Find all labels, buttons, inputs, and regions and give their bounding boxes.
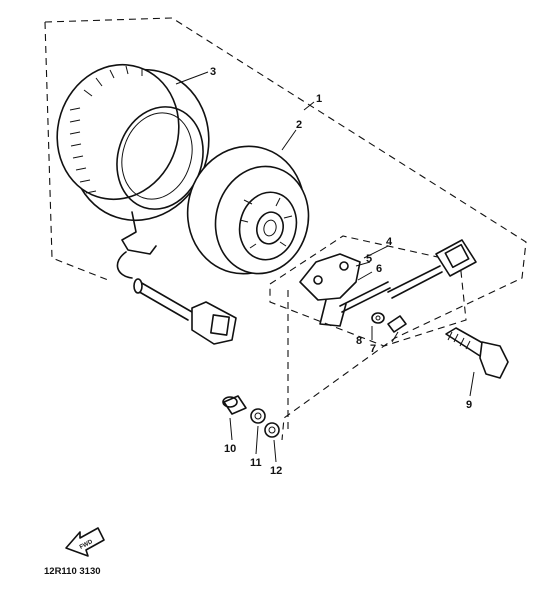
callout-1: 1 — [316, 93, 322, 105]
part-12-washer — [264, 422, 280, 438]
stator-connector — [191, 301, 237, 345]
pickup-lead-connector — [387, 239, 477, 299]
callout-5: 5 — [366, 253, 372, 265]
leader-lines — [175, 71, 475, 463]
part-2-stator — [186, 145, 310, 275]
callout-6: 6 — [376, 263, 382, 275]
callout-7: 7 — [370, 343, 376, 355]
part-7-screw — [387, 315, 407, 333]
stator-wire-lead — [116, 211, 193, 321]
part-9-bolt — [445, 327, 509, 379]
part-4-pickup-assembly — [299, 253, 391, 327]
part-11-washer — [250, 408, 266, 424]
part-10-bolt — [222, 395, 247, 415]
callout-3: 3 — [210, 66, 216, 78]
part-8-washer — [371, 312, 385, 324]
callout-11: 11 — [250, 457, 262, 469]
callout-4: 4 — [386, 236, 393, 248]
callout-10: 10 — [224, 443, 236, 455]
callout-9: 9 — [466, 399, 472, 411]
callout-2: 2 — [296, 119, 302, 131]
part-3-rotor-housing — [56, 63, 210, 222]
callout-8: 8 — [356, 335, 362, 347]
assembly-boundary-outline — [44, 17, 527, 441]
callout-labels: 1 2 3 4 5 6 7 8 9 10 11 12 — [210, 66, 472, 477]
callout-12: 12 — [270, 465, 282, 477]
figure-code: 12R110 3130 — [44, 566, 101, 577]
forward-arrow-icon: FWD — [65, 527, 105, 557]
